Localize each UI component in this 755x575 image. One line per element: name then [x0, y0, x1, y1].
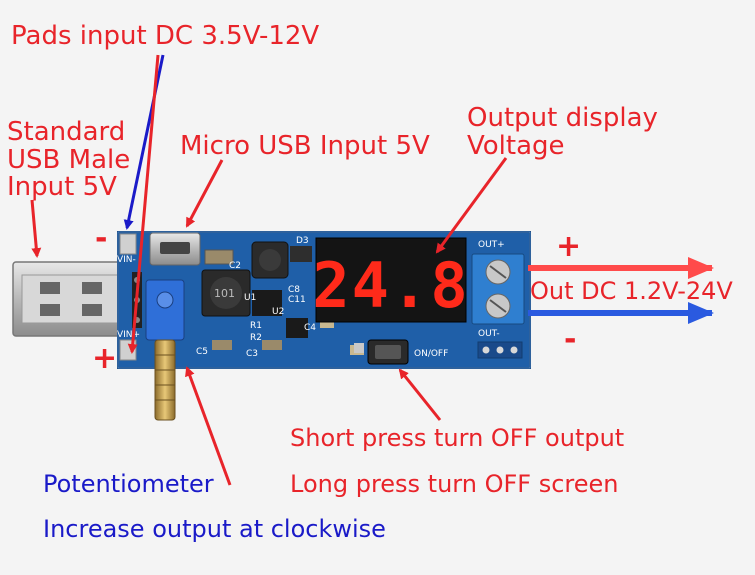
usb-male-connector: [12, 261, 132, 337]
silk-c11: C11: [288, 295, 306, 305]
silk-c3: C3: [246, 349, 258, 359]
silk-vin-minus: VIN-: [117, 255, 136, 265]
output-plus-symbol: +: [556, 229, 582, 264]
display-arrow: [435, 157, 508, 254]
micro-usb-label: Micro USB Input 5V: [180, 131, 430, 161]
pads-plus-arrow: [127, 54, 160, 354]
input-plus-symbol: +: [92, 341, 118, 376]
silk-d3: D3: [296, 236, 309, 246]
silk-u1: U1: [244, 293, 256, 303]
silk-c8: C8: [288, 285, 300, 295]
potentiometer-screw[interactable]: [154, 339, 176, 421]
usb-male-label-line1: Standard: [7, 117, 126, 147]
potentiometer-arrow: [185, 366, 232, 486]
potentiometer-body[interactable]: [145, 279, 185, 341]
potentiometer-label: Potentiometer: [43, 470, 214, 498]
output-display-label-line1: Output display: [467, 103, 658, 133]
silk-out-plus: OUT+: [478, 240, 505, 250]
increase-label: Increase output at clockwise: [43, 515, 386, 543]
output-minus-symbol: -: [564, 322, 577, 357]
silk-u2: U2: [272, 307, 284, 317]
display-value: 24.8: [312, 249, 469, 322]
pads-minus-arrow: [123, 54, 165, 230]
silk-vin-plus: VIN+: [117, 330, 140, 340]
chip-u1: [252, 290, 282, 316]
usb-male-arrow: [30, 199, 42, 258]
output-screw-terminal[interactable]: [471, 253, 525, 325]
long-press-label: Long press turn OFF screen: [290, 470, 619, 498]
usb-male-label-line2: USB Male: [7, 145, 131, 175]
vin-minus-pad: [119, 233, 137, 255]
onoff-arrow: [398, 368, 442, 421]
silk-r2: R2: [250, 333, 262, 343]
silk-r1: R1: [250, 321, 262, 331]
input-minus-symbol: -: [95, 221, 108, 256]
output-display-label-line2: Voltage: [467, 131, 565, 161]
micro-usb-arrow: [185, 159, 224, 228]
usb-male-label-line3: Input 5V: [7, 172, 117, 202]
silk-out-minus: OUT-: [478, 329, 500, 339]
out-dc-label: Out DC 1.2V-24V: [530, 277, 733, 305]
silk-c2: C2: [229, 261, 241, 271]
pads-input-label: Pads input DC 3.5V-12V: [11, 21, 320, 51]
silk-c4: C4: [304, 323, 316, 333]
chip-u2: [286, 318, 308, 338]
inductor-marking: 101: [214, 287, 235, 300]
silk-onoff: ON/OFF: [414, 349, 448, 359]
short-press-label: Short press turn OFF output: [290, 424, 625, 452]
pcb-board: VIN- VIN+ C2 D3 101 U1 C8 C11 U2 R1 R2 C…: [117, 231, 531, 421]
silk-c5: C5: [196, 347, 208, 357]
